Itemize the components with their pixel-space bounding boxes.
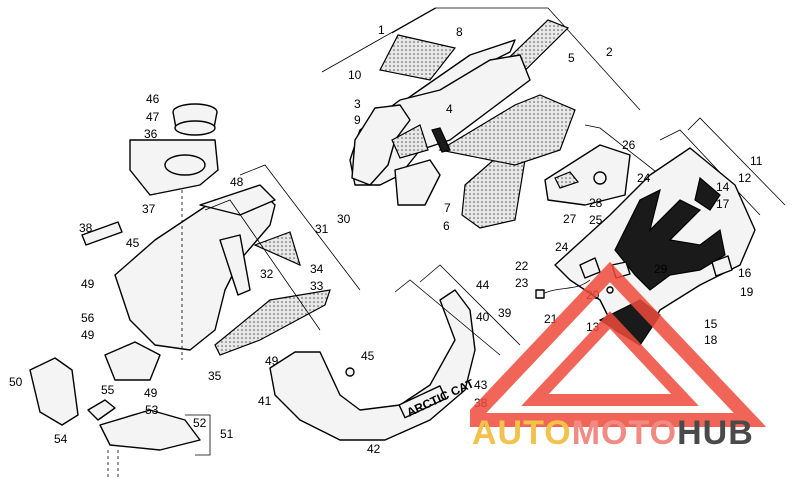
callout-56: 56 [81, 311, 95, 325]
callout-47: 47 [146, 110, 160, 124]
callout-28: 28 [589, 196, 603, 210]
callout-29: 29 [654, 262, 668, 276]
callout-44: 44 [476, 278, 490, 292]
callout-53: 53 [145, 403, 159, 417]
watermark-text: AUTOMOTOHUB [472, 414, 754, 453]
watermark-moto: MOTO [571, 414, 678, 452]
callout-38-left: 38 [79, 221, 93, 235]
callout-49-d: 49 [265, 354, 279, 368]
callout-7: 7 [444, 201, 451, 215]
callout-9: 9 [354, 113, 361, 127]
callout-6: 6 [443, 219, 450, 233]
callout-8: 8 [456, 25, 463, 39]
callout-46: 46 [146, 92, 160, 106]
callout-34: 34 [310, 262, 324, 276]
callout-48: 48 [230, 175, 244, 189]
callout-2: 2 [606, 45, 613, 59]
callout-39: 39 [498, 306, 512, 320]
callout-43: 43 [474, 378, 488, 392]
callout-26: 26 [622, 138, 636, 152]
callout-37: 37 [142, 202, 156, 216]
callout-52: 52 [193, 416, 207, 430]
callout-36: 36 [144, 127, 158, 141]
callout-1: 1 [378, 23, 385, 37]
callout-30: 30 [337, 212, 351, 226]
callout-11: 11 [750, 154, 763, 168]
callout-32: 32 [260, 267, 274, 281]
lower-left-parts [29, 341, 211, 480]
callout-17: 17 [716, 197, 730, 211]
callout-49-b: 49 [81, 328, 95, 342]
callout-50: 50 [9, 375, 23, 389]
callout-4: 4 [446, 102, 453, 116]
windshield-assembly [321, 7, 641, 229]
callout-10: 10 [348, 68, 362, 82]
callout-27: 27 [563, 212, 577, 226]
callout-40: 40 [476, 310, 490, 324]
callout-49-c: 49 [144, 386, 158, 400]
callout-49-a: 49 [81, 277, 95, 291]
callout-45-right: 45 [361, 349, 375, 363]
callout-24-bottom: 24 [555, 240, 569, 254]
callout-23: 23 [515, 276, 529, 290]
watermark-auto: AUTO [472, 414, 572, 452]
callout-18: 18 [704, 333, 718, 347]
callout-19: 19 [740, 285, 754, 299]
wiring-parts [535, 279, 614, 299]
callout-labels: 1 2 3 4 5 6 7 8 9 10 11 12 13 14 15 16 1… [9, 23, 763, 456]
watermark-triangle-logo [470, 262, 767, 427]
callout-25: 25 [589, 213, 603, 227]
callout-3: 3 [354, 97, 361, 111]
callout-41: 41 [258, 394, 272, 408]
callout-31: 31 [315, 222, 329, 236]
right-side-panel [554, 117, 786, 346]
callout-16: 16 [738, 266, 752, 280]
callout-15: 15 [704, 317, 718, 331]
callout-35: 35 [208, 369, 222, 383]
callout-54: 54 [54, 432, 68, 446]
left-side-assembly [81, 103, 361, 360]
callout-55: 55 [101, 383, 115, 397]
callout-5: 5 [568, 51, 575, 65]
callout-12: 12 [738, 171, 752, 185]
callout-42: 42 [367, 442, 381, 456]
side-panel-26 [544, 124, 661, 206]
callout-33: 33 [310, 279, 324, 293]
watermark-hub: HUB [677, 414, 754, 452]
callout-45-left: 45 [126, 236, 140, 250]
callout-24-top: 24 [637, 171, 651, 185]
callout-14: 14 [716, 180, 730, 194]
callout-51: 51 [220, 427, 234, 441]
callout-22: 22 [515, 259, 529, 273]
